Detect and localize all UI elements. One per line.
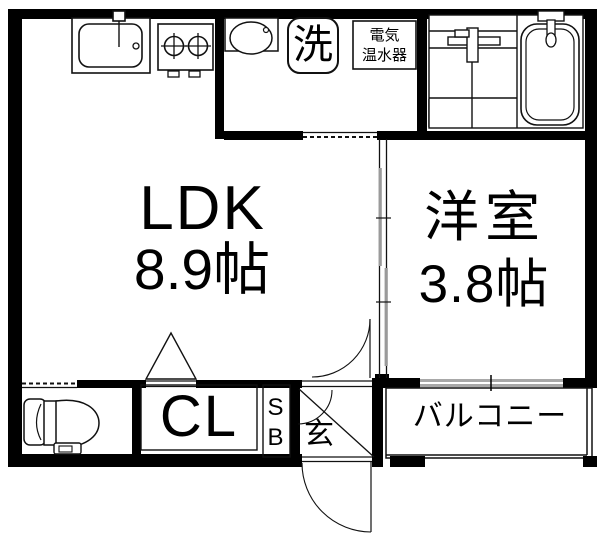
room-label-balcony: バルコニー [412, 400, 568, 433]
kitchen-sink-icon [71, 10, 151, 74]
entrance-hall-opening [302, 380, 372, 463]
closet-box [140, 384, 291, 458]
bathtub-icon [520, 10, 580, 126]
entrance-detail [297, 388, 375, 458]
room-size-western-room: 3.8帖 [418, 255, 550, 314]
faucet-icon [447, 27, 501, 63]
room-label-ldk: LDK [139, 174, 266, 243]
inner-walls [77, 9, 593, 458]
water-heater-label-line1: 電気 [369, 27, 400, 44]
room-label-shoe-box: SB [262, 394, 289, 454]
water-heater-icon [352, 20, 417, 70]
water-heater-label: 電気 温水器 [353, 26, 416, 67]
room-size-ldk: 8.9帖 [133, 238, 271, 302]
toilet-icon [23, 398, 100, 455]
sliding-window-icon [420, 375, 563, 391]
sliding-door-track-icon [376, 139, 391, 378]
washing-machine-label: 洗 [293, 23, 333, 67]
balcony-wall-ends [390, 456, 597, 467]
water-heater-label-line2: 温水器 [361, 47, 407, 65]
washroom-sliding-door [303, 131, 377, 140]
washbasin-icon [224, 17, 279, 55]
room-label-western-room: 洋室 [423, 186, 546, 248]
closet-opening [146, 380, 196, 388]
balcony-outline [385, 387, 593, 459]
toilet-door [22, 380, 77, 389]
outer-walls [8, 9, 597, 467]
room-label-closet: CL [159, 384, 239, 449]
door-swing-arc-icon [301, 318, 372, 533]
washing-machine-icon [287, 17, 339, 74]
stove-burners-icon [157, 23, 214, 78]
room-label-entrance: 玄 [304, 418, 334, 451]
